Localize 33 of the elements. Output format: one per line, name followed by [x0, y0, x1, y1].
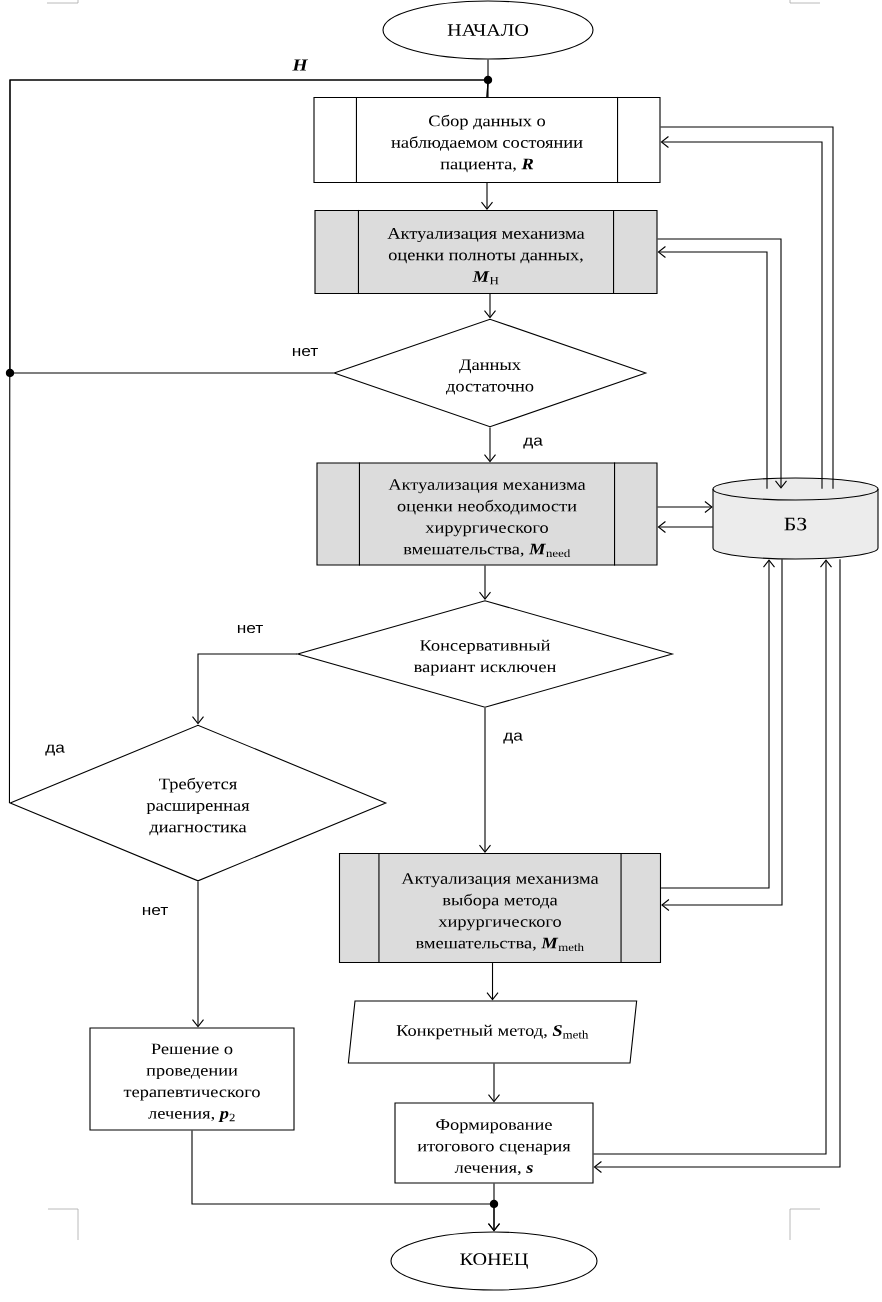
arrow	[191, 881, 205, 1028]
terminal-oval: НАЧАЛО	[382, 0, 594, 60]
arrow	[480, 182, 494, 210]
arrow	[657, 238, 788, 489]
edge-label: да	[44, 743, 66, 757]
arrow	[483, 293, 497, 319]
terminal-oval: КОНЕЦ	[390, 1231, 598, 1291]
data-parallelogram: Конкретный метод, S$_{meth}$	[347, 1000, 638, 1064]
edge-label: нет	[290, 346, 320, 358]
arrow	[657, 520, 714, 534]
arrow	[483, 427, 497, 463]
process-box: Актуализация механизма выбора метода хирургического вмешательства, M$_{meth}$	[338, 852, 662, 964]
edge-label: да	[502, 731, 524, 745]
process-box: Актуализация механизма оценки необходимости хирургического вмешательства, M$_{need}$	[316, 461, 658, 567]
process-box: Актуализация механизма оценки полноты данных, M$_{H}$	[314, 209, 658, 295]
arrow	[191, 653, 298, 725]
process-box: Сбор данных о наблюдаемом состоянии пациента, R	[313, 96, 661, 184]
edge-label: да	[522, 436, 544, 450]
arrow	[478, 707, 492, 853]
arrow	[478, 565, 492, 600]
connector-line	[487, 59, 489, 98]
database-cylinder: БЗ	[712, 477, 879, 560]
edge-label: нет	[140, 905, 170, 917]
loop-label: H	[292, 59, 309, 71]
arrow	[487, 1063, 501, 1103]
arrow	[657, 245, 768, 490]
connector-line	[8, 79, 489, 804]
process-box: Формирование итогового сценария лечения, s	[394, 1102, 594, 1184]
arrow	[191, 1130, 501, 1232]
arrow	[657, 500, 713, 514]
edge-label: нет	[235, 623, 265, 635]
arrow	[486, 962, 499, 1001]
process-box: Решение о проведении терапевтического лечения, p$_{2}$	[89, 1027, 295, 1131]
